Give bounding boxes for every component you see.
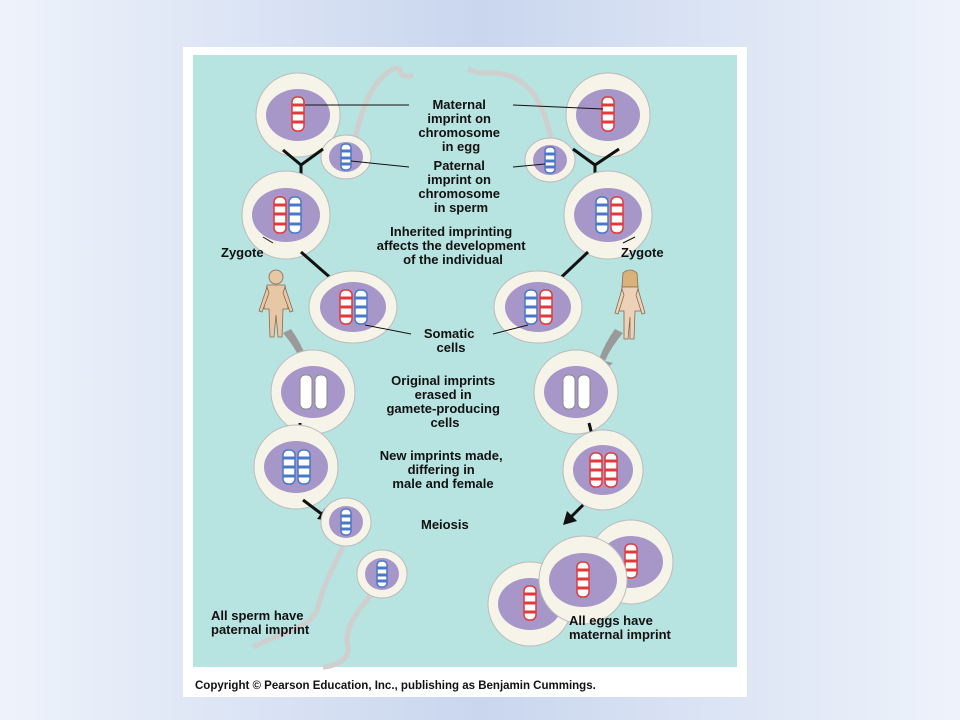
sperm-icon [524,137,576,183]
egg-cell-icon [255,72,341,158]
new-imprints-label: New imprints made, differing in male and… [380,448,506,491]
zygote-label-left: Zygote [221,245,264,260]
meiosis-label: Meiosis [421,517,469,532]
arrowhead [563,511,577,525]
sperm-tail-top-right [466,66,558,163]
somatic-cells-label: Somatic cells [424,326,478,355]
inherited-imprinting-label: Inherited imprinting affects the develop… [377,224,529,267]
male-figure-icon [258,269,294,338]
leader-line [512,163,546,168]
zygote-cell-icon [563,170,653,260]
somatic-cell-icon [493,270,583,344]
figure-frame: Maternal imprint on chromosome in egg Pa… [183,47,747,697]
erased-imprints-label: Original imprints erased in gamete-produ… [386,373,503,430]
maternal-imprint-label: Maternal imprint on chromosome in egg [418,97,503,154]
zygote-label-right: Zygote [621,245,664,260]
egg-result-label: All eggs have maternal imprint [569,613,672,642]
sperm-tail-bottom [251,545,346,650]
genomic-imprinting-diagram: Maternal imprint on chromosome in egg Pa… [193,55,737,692]
copyright-text: Copyright © Pearson Education, Inc., pub… [195,680,596,692]
sperm-icon [320,497,372,547]
erased-cell-icon [270,349,356,435]
zygote-cell-icon [241,170,331,260]
female-figure-icon [614,269,646,340]
somatic-cell-icon [308,270,398,344]
leader-line [262,236,274,244]
leader-line [622,236,636,244]
sperm-tail-bottom [322,590,375,670]
sperm-icon [356,549,408,599]
erased-cell-icon [533,349,619,435]
arrow-line [569,503,585,519]
egg-cell-icon [565,72,651,158]
arrow-line [302,498,324,517]
new-imprint-cell-male-icon [253,424,339,510]
paternal-imprint-label: Paternal imprint on chromosome in sperm [418,158,503,215]
leader-line [492,324,529,335]
leader-line [512,104,604,110]
sperm-icon [320,134,372,180]
new-imprint-cell-female-icon [562,429,644,511]
egg-cell-icon [538,535,628,625]
leader-line [364,324,412,335]
sperm-result-label: All sperm have paternal imprint [211,608,310,637]
leader-line [350,160,410,168]
sperm-tail-top-left [348,65,414,163]
